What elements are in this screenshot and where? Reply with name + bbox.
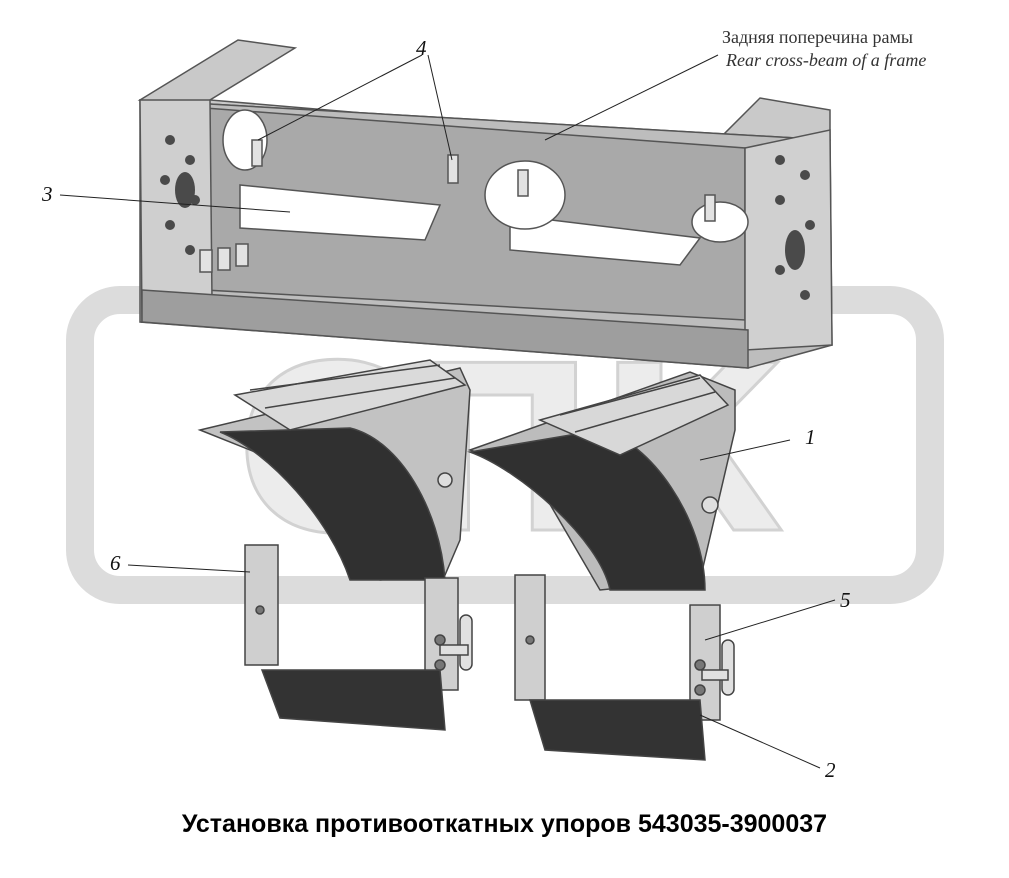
callout-1: 1 xyxy=(805,425,816,449)
callout-4: 4 xyxy=(416,36,427,60)
chock-holder-left xyxy=(244,544,473,731)
wheel-chock-left xyxy=(197,359,471,581)
leader-lines xyxy=(59,54,836,769)
callout-5: 5 xyxy=(840,588,851,612)
part-title-ru: Задняя поперечина рамы xyxy=(722,27,913,47)
callout-6: 6 xyxy=(110,551,121,575)
callout-3: 3 xyxy=(42,182,53,206)
wheel-chock-right xyxy=(467,371,736,591)
chock-holder-right xyxy=(514,574,735,761)
figure-caption: Установка противооткатных упоров 543035-… xyxy=(181,810,828,838)
callout-2: 2 xyxy=(825,758,836,782)
part-title-en: Rear cross-beam of a frame xyxy=(726,50,927,70)
rear-cross-beam xyxy=(137,39,833,369)
